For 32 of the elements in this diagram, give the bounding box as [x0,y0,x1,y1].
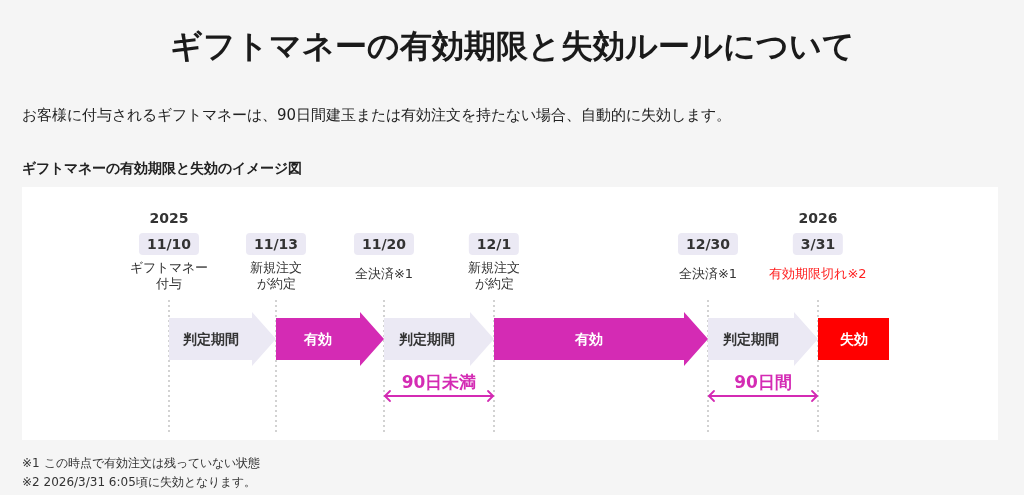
period-label: 判定期間 [723,330,779,349]
status-block: 失効 [818,318,889,360]
period-band [384,312,494,366]
event-label: ギフトマネー付与 [129,260,209,292]
event-label: 全決済※1 [678,266,738,282]
period-label: 判定期間 [182,330,239,349]
period-band [169,312,276,366]
period-band [494,312,708,366]
duration-label: 90日未満 [401,371,477,393]
event-label: 新規注文が約定 [249,260,303,292]
page-title: ギフトマネーの有効期限と失効ルールについて [169,26,855,67]
event-label: 新規注文が約定 [467,260,521,292]
period-band [276,312,384,366]
footnote: ※1 この時点で有効注文は残っていない状態 [22,455,260,472]
period-label: 有効 [304,330,332,349]
duration-label: 90日間 [734,371,792,393]
period-label: 判定期間 [399,330,455,349]
period-band [708,312,818,366]
year-label: 2025 [149,209,189,227]
intro-text: お客様に付与されるギフトマネーは、90日間建玉または有効注文を持たない場合、自動的に失効します。 [22,105,732,126]
date-badge: 12/30 [677,233,739,255]
date-badge: 11/13 [245,233,307,255]
date-badge: 11/20 [353,233,415,255]
section-heading: ギフトマネーの有効期限と失効のイメージ図 [22,159,302,178]
year-label: 2026 [798,209,838,227]
footnote: ※2 2026/3/31 6:05頃に失効となります。 [22,474,256,491]
period-label: 有効 [575,330,603,349]
date-badge: 3/31 [792,233,844,255]
date-badge: 12/1 [468,233,520,255]
event-label: 全決済※1 [354,266,414,282]
date-badge: 11/10 [138,233,200,255]
event-label: 有効期限切れ※2 [769,266,867,282]
